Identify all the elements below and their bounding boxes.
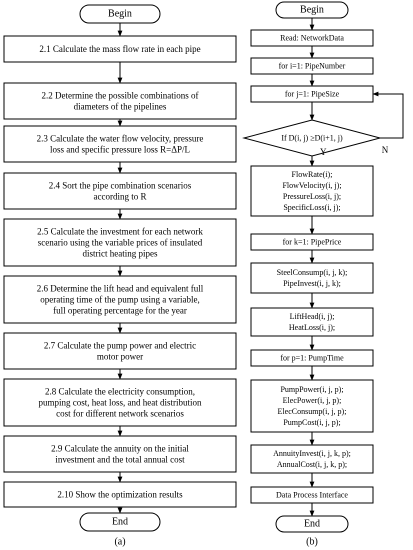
pump-calculations-box: [250, 379, 374, 433]
right-begin-terminal-label: Begin: [300, 5, 324, 16]
annual-cost-box-text: AnnualCost(i, j, k, p);: [277, 460, 347, 469]
lift-head-box-text: LiftHead(i, j);: [290, 312, 335, 321]
yes-label: Y: [320, 147, 327, 157]
left-end-terminal: [79, 512, 161, 532]
left-step-box-6-text: operating time of the pump using a varia…: [40, 295, 199, 305]
left-step-box-8: [3, 378, 237, 427]
pump-calculations-box-text: PumpPower(i, j, p);: [280, 385, 343, 394]
left-step-box-9-text: 2.9 Calculate the annuity on the initial: [51, 444, 189, 454]
left-step-box-5: [3, 218, 237, 267]
left-step-box-6-text: full operating percentage for the year: [53, 306, 187, 316]
left-step-box-5-text: scenario using the variable prices of in…: [38, 238, 203, 248]
left-step-box-6: [3, 275, 237, 324]
left-caption: (a): [114, 537, 125, 548]
lift-head-box-text: HeatLoss(i, j);: [289, 323, 335, 332]
flowcharts: Begin 2.1 Calculate the mass flow rate in…: [3, 1, 404, 548]
annual-cost-box: [250, 444, 374, 474]
left-step-box-1: [3, 35, 237, 63]
left-step-box-7-text: 2.7 Calculate the pump power and electri…: [44, 341, 196, 351]
left-step-box-3: [3, 125, 237, 163]
read-networkdata-box-text: Read: NetworkData: [280, 34, 344, 43]
left-step-box-2-text: 2.2 Determine the possible combinations …: [42, 91, 199, 101]
pump-calculations-box-text: ElecPower(i, j, p);: [283, 396, 342, 405]
for-k-pipeprice-box-text: for k=1: PipePrice: [283, 238, 342, 247]
left-step-box-9-text: investment and the total annual cost: [55, 455, 185, 465]
for-j-pipesize-box-text: for j=1: PipeSize: [285, 90, 340, 99]
right-end-terminal-label: End: [304, 519, 320, 530]
left-step-box-9: [3, 435, 237, 473]
flow-calculations-box-text: SpecificLoss(i, j);: [283, 203, 340, 212]
left-step-box-7-text: motor power: [97, 352, 143, 362]
left-step-box-10-text: 2.10 Show the optimization results: [57, 490, 183, 500]
pipe-investment-box-text: SteelConsump(i, j, k);: [277, 268, 348, 277]
data-process-interface-box-text: Data Process Interface: [276, 491, 348, 500]
right-end-terminal: [275, 515, 349, 533]
left-step-box-5-text: district heating pipes: [83, 249, 158, 259]
decision-text: If D(i, j) ≥D(i+1, j): [281, 134, 343, 143]
right-caption: (b): [306, 537, 318, 548]
left-step-box-4-text: according to R: [94, 192, 147, 202]
left-step-box-8-text: 2.8 Calculate the electricity consumptio…: [45, 387, 195, 397]
left-step-box-4: [3, 172, 237, 210]
pump-calculations-box-text: PumpCost(i, j, p);: [283, 418, 340, 427]
for-p-pumptime-box-text: for p=1: PumpTime: [280, 354, 344, 363]
lift-head-box: [250, 307, 374, 337]
flow-calculations-box-text: FlowVelocity(i, j);: [282, 181, 341, 190]
for-i-pipenumber-box-text: for i=1: PipeNumber: [279, 62, 346, 71]
left-step-box-5-text: 2.5 Calculate the investment for each ne…: [37, 227, 203, 237]
left-step-box-2-text: diameters of the pipelines: [74, 102, 167, 112]
left-step-box-8-text: cost for different network scenarios: [56, 409, 184, 419]
left-step-box-6-text: 2.6 Determine the lift head and equivale…: [37, 284, 204, 294]
left-end-terminal-label: End: [112, 517, 128, 528]
left-step-box-7: [3, 332, 237, 370]
no-branch-loop: [372, 91, 404, 139]
flow-calculations-box-text: FlowRate(i);: [292, 170, 333, 179]
pipe-investment-box-text: PipeInvest(i, j, k);: [283, 279, 341, 288]
flow-calculations-box-text: PressureLoss(i, j);: [283, 192, 341, 201]
left-step-box-8-text: pumping cost, heat loss, and heat distri…: [39, 398, 202, 408]
left-step-box-4-text: 2.4 Sort the pipe combination scenarios: [49, 181, 192, 191]
left-begin-terminal-label: Begin: [108, 9, 132, 20]
left-step-box-1-text: 2.1 Calculate the mass flow rate in each…: [39, 44, 200, 54]
left-step-box-3-text: 2.3 Calculate the water flow velocity, p…: [37, 134, 204, 144]
pump-calculations-box-text: ElecConsump(i, j, p);: [278, 407, 347, 416]
no-label: N: [382, 145, 389, 155]
annual-cost-box-text: AnnuityInvest(i, j, k, p);: [273, 449, 351, 458]
left-step-box-3-text: loss and specific pressure loss R=ΔP/L: [50, 145, 190, 155]
